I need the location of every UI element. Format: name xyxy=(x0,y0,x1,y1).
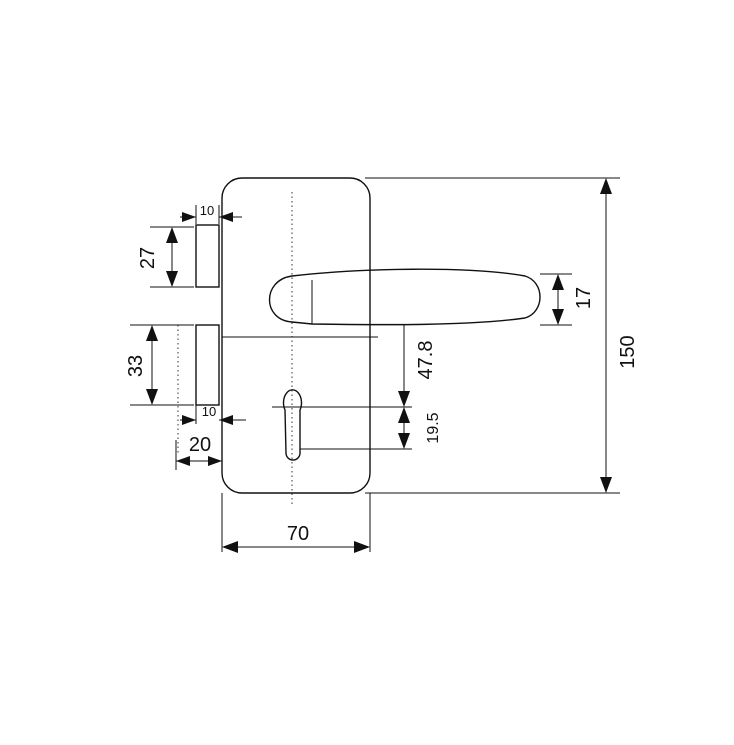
backplate-outline xyxy=(221,177,371,494)
upper-latch-block xyxy=(195,224,220,288)
lower-latch-width-label: 10 xyxy=(202,404,216,419)
cylinder-offset-label: 19.5 xyxy=(425,412,442,443)
plate-width-label: 70 xyxy=(287,523,309,545)
upper-latch-height-label: 27 xyxy=(137,247,159,269)
handle-to-cylinder-label: 47.8 xyxy=(415,341,437,380)
latch-total-depth-label: 20 xyxy=(189,434,211,456)
lower-latch-height-label: 33 xyxy=(125,355,147,377)
lower-latch-block xyxy=(195,324,220,406)
cylinder-keyhole xyxy=(282,389,303,461)
plate-height-label: 150 xyxy=(617,335,639,368)
lever-handle xyxy=(268,268,541,326)
upper-latch-width-label: 10 xyxy=(200,203,214,218)
handle-thickness-label: 17 xyxy=(573,287,595,309)
